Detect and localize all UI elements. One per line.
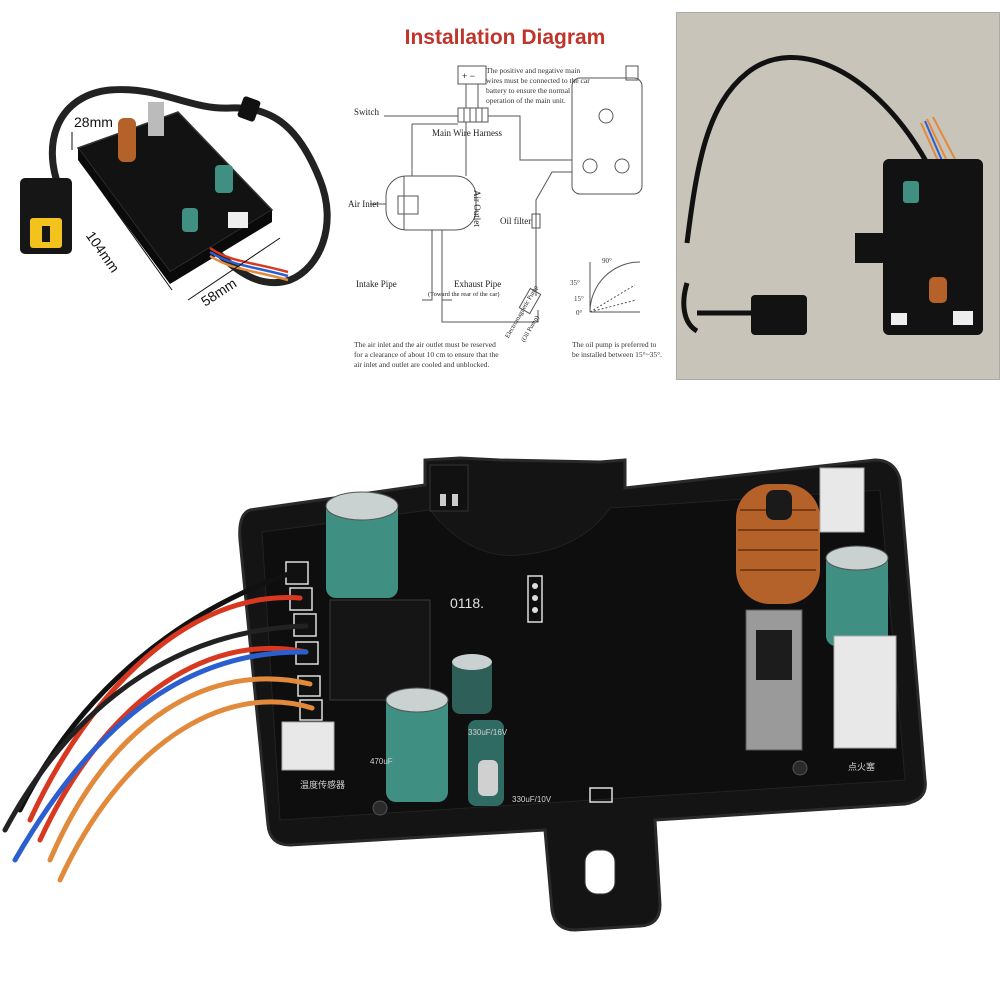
inductor-coil xyxy=(736,484,820,604)
diagram-title: Installation Diagram xyxy=(404,26,606,49)
angle-0: 0° xyxy=(576,309,583,317)
label-main-wire-harness: Main Wire Harness xyxy=(432,128,502,138)
angle-35: 35° xyxy=(570,279,580,287)
label-intake-pipe: Intake Pipe xyxy=(356,279,397,289)
label-exhaust-note: (Toward the rear of the car) xyxy=(428,291,500,298)
label-exhaust-pipe: Exhaust Pipe xyxy=(454,279,502,289)
relay xyxy=(329,599,431,701)
capacitor-bottom xyxy=(386,692,448,802)
airflow-note: The air inlet and the air outlet must be… xyxy=(354,340,499,369)
wire-blue xyxy=(12,649,309,863)
sensor-label: 温度传感器 xyxy=(300,779,345,790)
board-photo-panel xyxy=(676,12,1000,380)
board-code: 0118. xyxy=(450,595,484,611)
cable xyxy=(48,86,331,287)
pin-header xyxy=(527,575,543,623)
wire-orange xyxy=(47,676,313,863)
angle-90: 90° xyxy=(602,257,612,265)
board-closeup: 0118. 470uF 330uF/16V 330uF/10V 温度传感器 点火… xyxy=(2,456,927,932)
battery-symbol: + − xyxy=(462,71,475,81)
sensor-connector xyxy=(281,721,335,771)
photo-board xyxy=(883,159,983,335)
label-oil-filter: Oil filter xyxy=(500,216,532,226)
board-closeup-panel: 0118. 470uF 330uF/16V 330uF/10V 温度传感器 点火… xyxy=(0,390,1000,1000)
battery-note: The positive and negative main wires mus… xyxy=(486,66,590,105)
label-switch: Switch xyxy=(354,107,380,117)
photo-connector xyxy=(751,295,807,335)
label-air-outlet: Air Outlet xyxy=(472,190,482,227)
dim-line-length xyxy=(91,177,173,291)
igniter-label: 点火塞 xyxy=(848,761,875,772)
cap-label-large: 470uF xyxy=(370,757,393,766)
oil-pump-icon xyxy=(518,287,542,315)
height-dimension: 28mm xyxy=(74,114,113,130)
angle-arc xyxy=(589,261,641,313)
wire-red xyxy=(27,595,303,823)
dim-line-width xyxy=(187,237,281,301)
heatsink xyxy=(148,102,164,136)
cap-label-small: 330uF/10V xyxy=(512,795,552,804)
board-photo xyxy=(681,55,983,335)
harness-coil xyxy=(457,107,489,123)
label-air-inlet: Air Inlet xyxy=(348,199,379,209)
coil xyxy=(118,118,136,162)
controller-box xyxy=(571,77,643,195)
board-dimension-illustration xyxy=(20,86,331,301)
installation-diagram: + − 90° 35° 15° 0° xyxy=(370,65,643,323)
grommet xyxy=(237,96,261,122)
mounting-hole xyxy=(584,849,616,895)
installation-diagram-panel: Installation Diagram xyxy=(340,0,670,380)
capacitor-mid xyxy=(452,658,492,714)
capacitor-large xyxy=(326,498,398,598)
igniter-connector xyxy=(833,635,897,749)
oil-filter-icon xyxy=(531,213,541,229)
dimension-photo-panel: 28mm 104mm 58mm xyxy=(0,0,340,380)
top-right-connector xyxy=(819,467,865,533)
battery-icon xyxy=(457,65,487,85)
pump-note: The oil pump is preferred to be installe… xyxy=(572,340,663,359)
capacitor-right xyxy=(826,550,888,646)
capacitor xyxy=(215,165,233,193)
cap-label-mid: 330uF/16V xyxy=(468,728,508,737)
white-header xyxy=(228,212,248,228)
photo-cable xyxy=(684,55,930,244)
top-connector xyxy=(429,464,469,512)
angle-15: 15° xyxy=(574,295,584,303)
heater-unit xyxy=(385,175,477,231)
